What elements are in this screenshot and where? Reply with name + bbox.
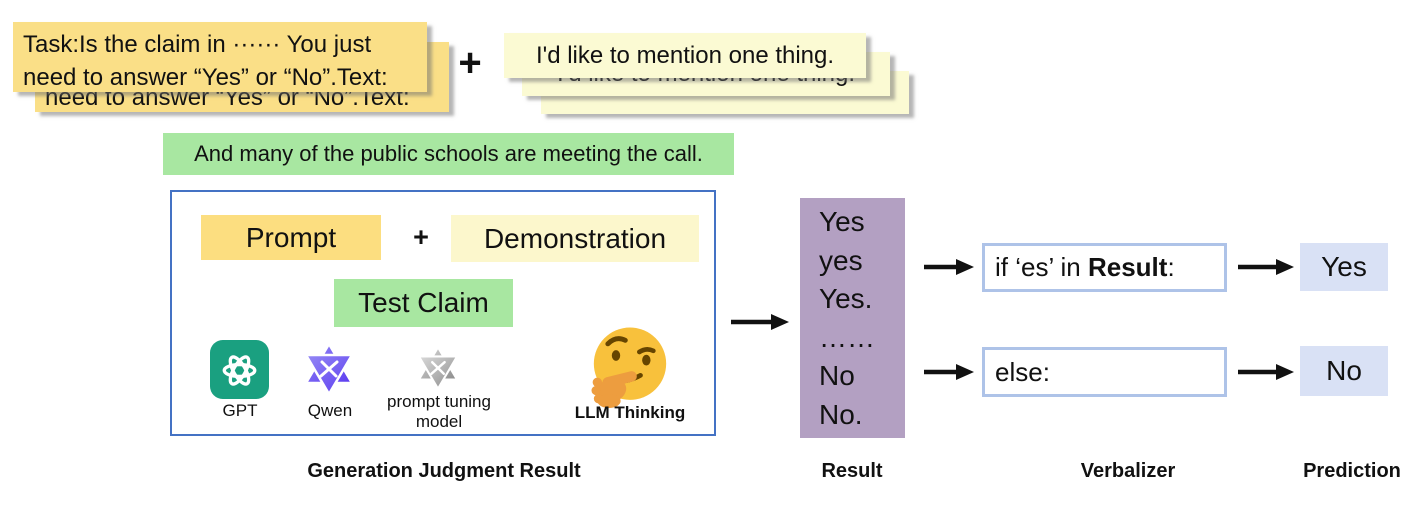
plus-sign-inner: + [413,222,429,252]
generation-box: Prompt + Demonstration Test Claim GPT [170,190,716,436]
caption-verbalizer: Verbalizer [1080,460,1176,482]
result-line: No [819,360,855,391]
llm-thinking-label: LLM Thinking [574,403,686,422]
prompt-note-line1: Task:Is the claim in ······ You just [23,31,372,58]
test-claim-bar: And many of the public schools are meeti… [163,133,734,175]
result-line: …… [819,321,875,353]
gpt-label: GPT [222,401,258,420]
result-line: Yes. [819,283,873,314]
plus-sign: + [458,40,482,85]
prompt-note-line2: need to answer “Yes” or “No”.Text: [23,64,388,91]
thinking-emoji-icon [588,324,672,408]
prediction-no-chip: No [1300,346,1388,396]
demonstration-note-text: I'd like to mention one thing. [535,41,835,69]
verbalizer-else-box: else: [982,347,1227,397]
prompt-tuning-model-icon [414,344,462,392]
arrow-result-to-else-icon [924,364,974,380]
qwen-label: Qwen [307,401,353,420]
verbalizer-if-bold: Result [1087,252,1168,282]
gpt-icon [210,340,269,399]
arrow-generation-to-result-icon [731,314,789,330]
arrow-if-to-yes-icon [1238,259,1294,275]
verbalizer-if-box: if ‘es’ in Result: [982,243,1227,292]
verbalizer-else-text: else: [995,356,1050,387]
prompt-note: Task:Is the claim in ······ You just nee… [13,22,427,92]
caption-result: Result [821,460,883,482]
test-claim-chip: Test Claim [334,279,513,327]
prompt-chip: Prompt [201,215,381,260]
prediction-yes-chip: Yes [1300,243,1388,291]
demonstration-note: I'd like to mention one thing. [504,33,866,78]
qwen-icon [300,340,358,398]
verbalizer-if-prefix: if ‘es’ in [995,252,1088,282]
result-line: No. [819,398,863,430]
arrow-else-to-no-icon [1238,364,1294,380]
caption-prediction: Prediction [1303,460,1401,482]
arrow-result-to-if-icon [924,259,974,275]
result-box: Yes yes Yes. …… No No. [800,198,905,438]
verbalizer-if-suffix: : [1167,252,1175,282]
prompt-tuning-model-label: prompt tuning model [387,392,491,431]
demonstration-chip: Demonstration [451,215,699,262]
test-claim-bar-text: And many of the public schools are meeti… [194,141,703,166]
caption-generation: Generation Judgment Result [307,460,581,482]
result-line: Yes [819,206,865,237]
result-line: yes [819,244,863,276]
